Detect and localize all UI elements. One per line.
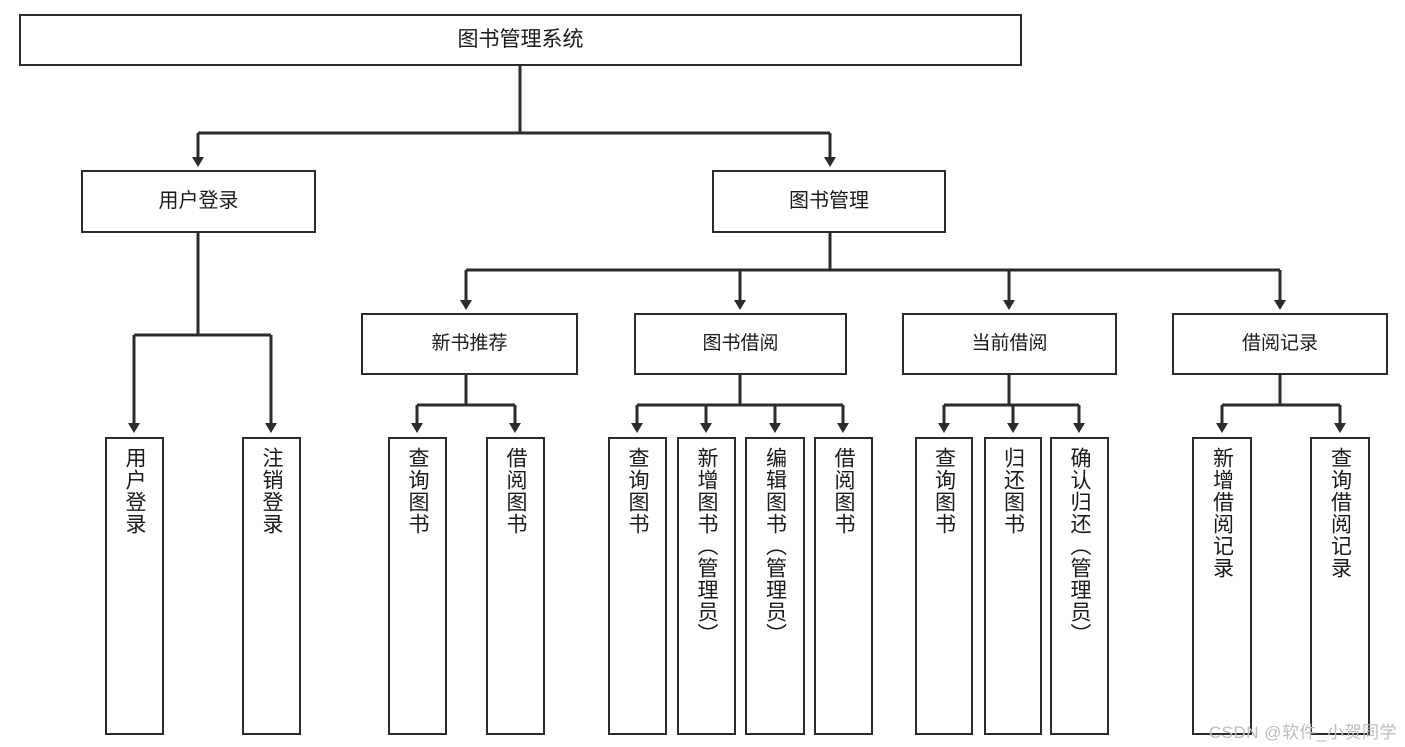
node-book-borrow[interactable]: 图书借阅	[634, 313, 847, 375]
node-label: 用户登录	[123, 447, 146, 535]
node-user-login[interactable]: 用户登录	[81, 170, 316, 233]
node-label: 确认归还（管理员）	[1068, 447, 1091, 645]
leaf-node-query-borrow-record[interactable]: 查询借阅记录	[1310, 437, 1370, 735]
leaf-node-add-borrow-record[interactable]: 新增借阅记录	[1192, 437, 1252, 735]
leaf-node-logout[interactable]: 注销登录	[242, 437, 301, 735]
leaf-node-edit-book-admin[interactable]: 编辑图书（管理员）	[745, 437, 805, 735]
node-label: 查询图书	[932, 447, 956, 535]
node-label: 图书管理系统	[457, 28, 584, 52]
node-current-borrow[interactable]: 当前借阅	[902, 313, 1117, 375]
leaf-node-borrow-book-recommend[interactable]: 借阅图书	[486, 437, 545, 735]
node-label: 图书借阅	[702, 333, 779, 355]
node-root-library-system[interactable]: 图书管理系统	[19, 14, 1022, 66]
node-label: 借阅记录	[1241, 333, 1318, 355]
node-label: 借阅图书	[504, 447, 527, 535]
node-label: 借阅图书	[832, 447, 855, 535]
leaf-node-query-book-borrow[interactable]: 查询图书	[608, 437, 667, 735]
node-label: 图书管理	[789, 190, 869, 213]
node-borrow-record[interactable]: 借阅记录	[1172, 313, 1388, 375]
leaf-node-confirm-return-admin[interactable]: 确认归还（管理员）	[1050, 437, 1109, 735]
node-label: 当前借阅	[971, 333, 1048, 355]
node-label: 新增图书（管理员）	[695, 447, 718, 645]
leaf-node-query-book-recommend[interactable]: 查询图书	[388, 437, 447, 735]
node-label: 编辑图书（管理员）	[763, 447, 787, 645]
node-new-book-recommendation[interactable]: 新书推荐	[361, 313, 578, 375]
node-label: 查询借阅记录	[1328, 447, 1352, 579]
node-label: 归还图书	[1001, 447, 1025, 535]
node-label: 查询图书	[406, 447, 429, 535]
leaf-node-user-login[interactable]: 用户登录	[105, 437, 164, 735]
leaf-node-query-book-current[interactable]: 查询图书	[915, 437, 973, 735]
node-label: 注销登录	[260, 447, 283, 535]
leaf-node-borrow-book[interactable]: 借阅图书	[814, 437, 873, 735]
node-label: 用户登录	[158, 190, 239, 213]
node-label: 新书推荐	[431, 333, 508, 355]
node-label: 查询图书	[626, 447, 649, 535]
leaf-node-add-book-admin[interactable]: 新增图书（管理员）	[677, 437, 736, 735]
node-label: 新增借阅记录	[1210, 447, 1234, 579]
leaf-node-return-book[interactable]: 归还图书	[984, 437, 1042, 735]
csdn-watermark: CSDN @软件_小贺同学	[1208, 723, 1397, 742]
node-book-management[interactable]: 图书管理	[712, 170, 946, 233]
